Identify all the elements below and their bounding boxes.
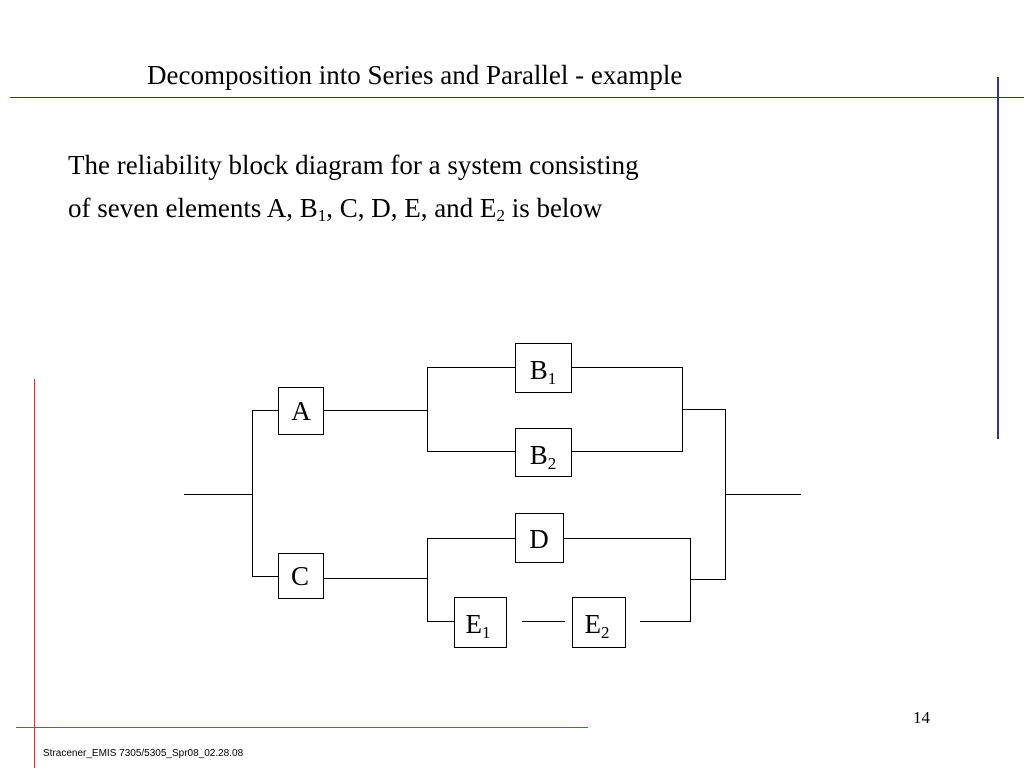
body-line-2-sub-2: 2 (496, 206, 505, 225)
body-line-2-part-2: , C, D, E, and E (326, 193, 497, 223)
block-b2-label: B2 (530, 440, 557, 473)
block-b2: B2 (515, 428, 572, 477)
body-line-2-part-1: of seven elements A, B (68, 193, 318, 223)
block-b1-label: B1 (530, 355, 557, 388)
block-e1-label: E1 (466, 609, 491, 642)
block-b2-letter: B (530, 440, 548, 470)
block-d: D (515, 513, 564, 563)
block-e1-subscript: 1 (482, 623, 491, 642)
body-line-2-sub-1: 1 (317, 206, 327, 225)
block-e1-letter: E (466, 609, 483, 639)
block-b2-subscript: 2 (548, 454, 557, 473)
slide-title: Decomposition into Series and Parallel -… (147, 60, 683, 90)
body-line-2-part-3: is below (504, 193, 603, 223)
block-e2-subscript: 2 (601, 623, 610, 642)
block-c-letter: C (291, 561, 309, 591)
block-e1: E1 (454, 597, 507, 648)
block-e2: E2 (572, 597, 626, 648)
block-a-label: A (291, 396, 311, 426)
block-c: C (278, 553, 324, 599)
bottom-rule (16, 727, 588, 728)
body-line-1: The reliability block diagram for a syst… (68, 150, 639, 180)
block-e2-letter: E (585, 609, 602, 639)
body-text: The reliability block diagram for a syst… (68, 144, 639, 230)
block-b1-subscript: 1 (548, 369, 557, 388)
footer-text: Stracener_EMIS 7305/5305_Spr08_02.28.08 (43, 748, 244, 759)
top-rule (10, 97, 1024, 98)
body-line-2: of seven elements A, B1, C, D, E, and E2… (68, 187, 639, 230)
block-a-letter: A (291, 396, 311, 426)
block-b1-letter: B (530, 355, 548, 385)
block-b1: B1 (515, 343, 572, 393)
block-d-letter: D (529, 524, 549, 554)
block-a: A (278, 387, 324, 435)
block-c-label: C (291, 561, 309, 591)
diagram-connectors (184, 367, 801, 622)
page-number: 14 (913, 708, 930, 727)
right-rule (997, 77, 999, 439)
block-d-label: D (529, 524, 549, 554)
left-rule (34, 379, 35, 768)
block-e2-label: E2 (585, 609, 610, 642)
